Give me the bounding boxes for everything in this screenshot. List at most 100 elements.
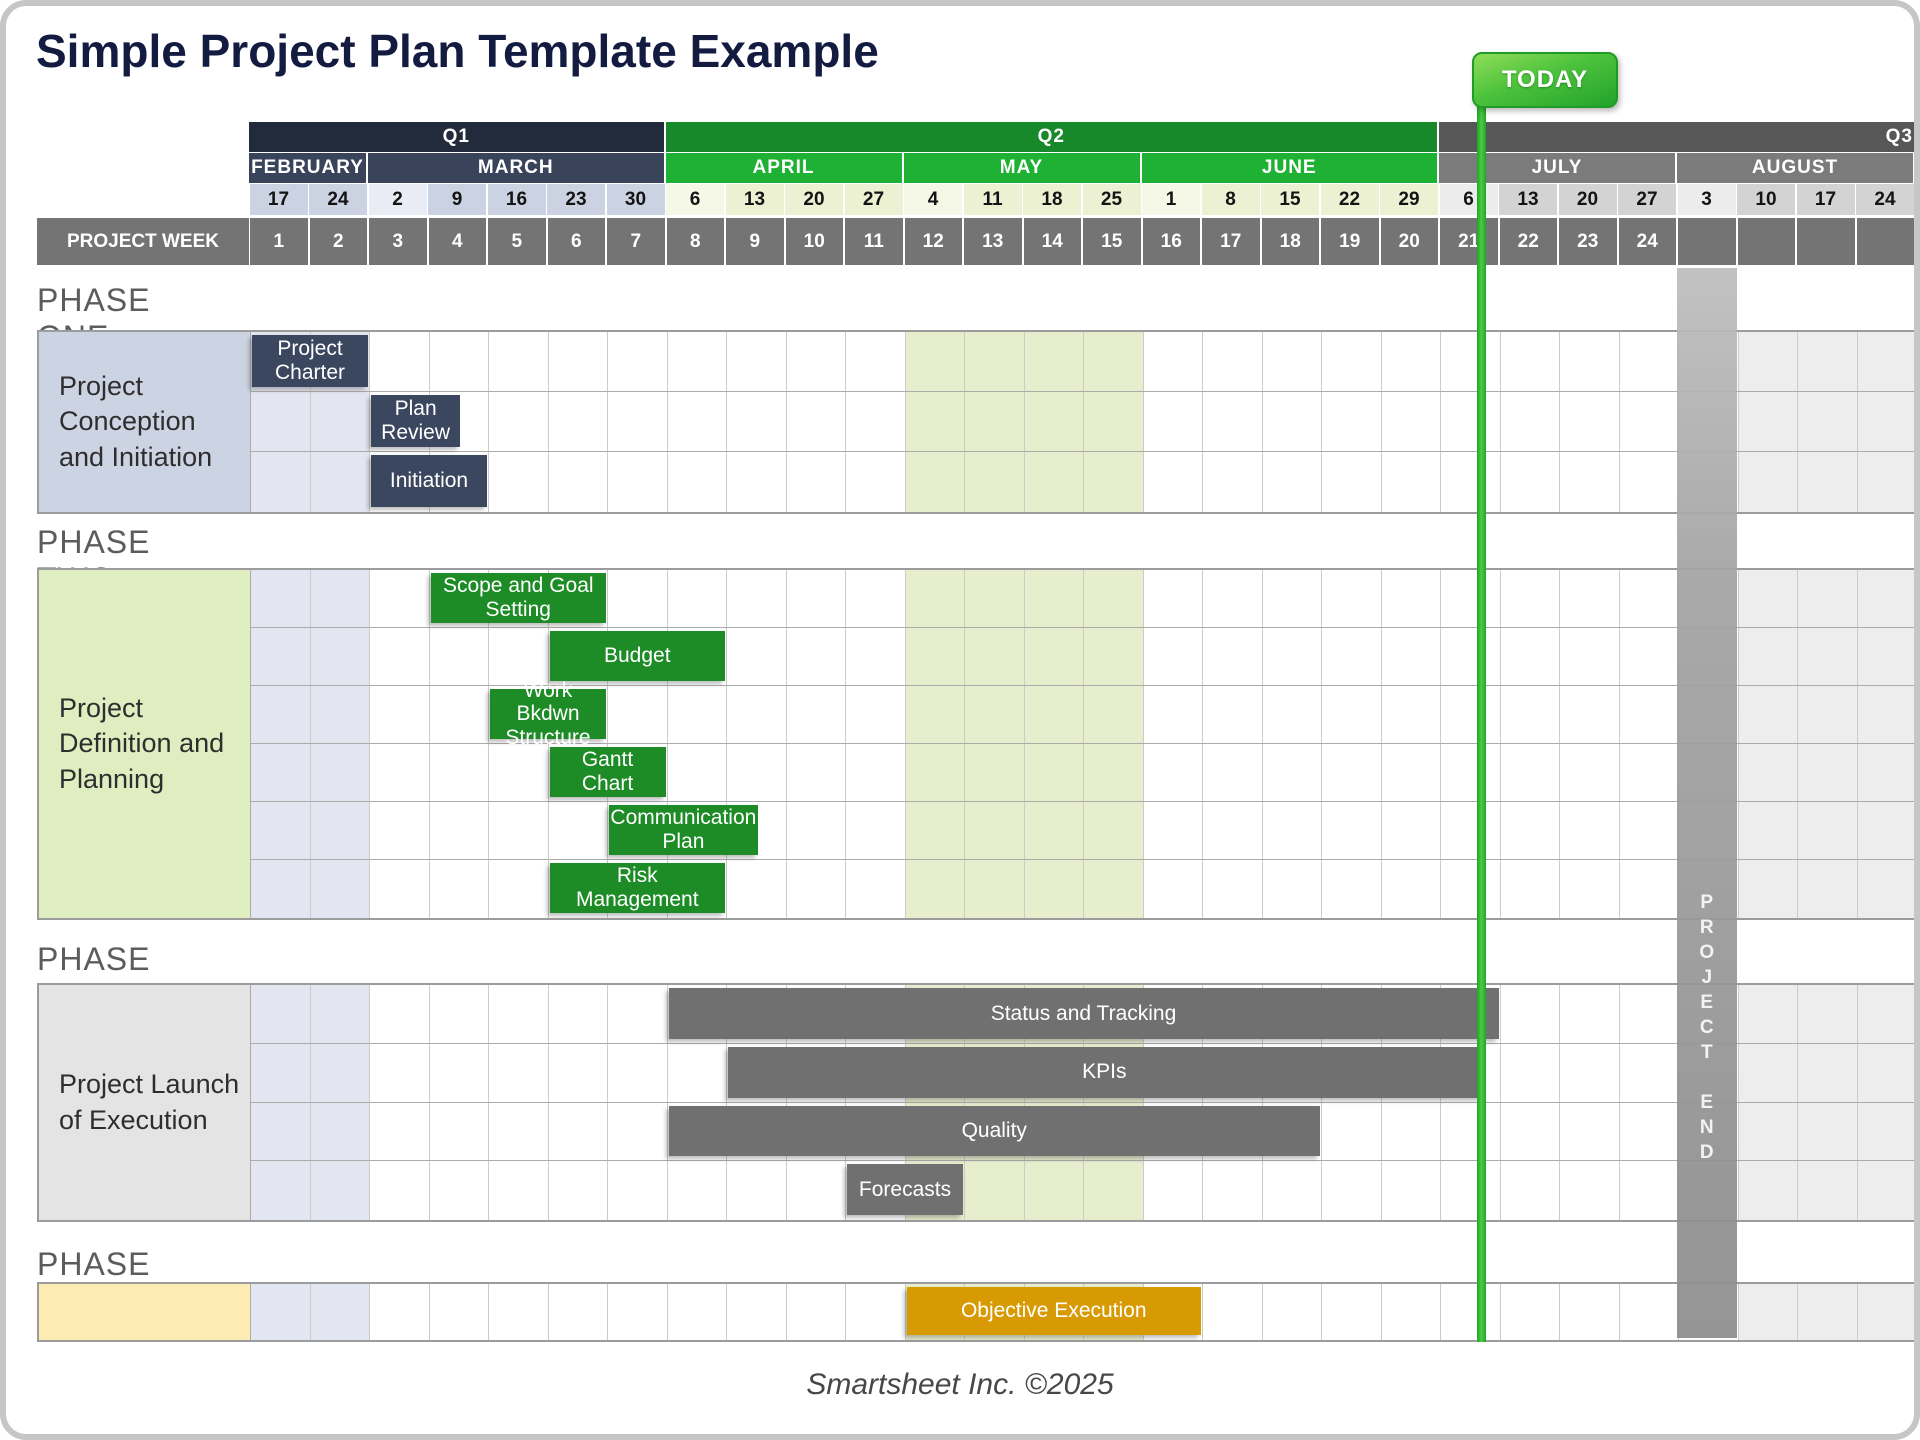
grid-cell (667, 452, 727, 512)
month-label: AUGUST (1751, 157, 1839, 178)
grid-cell (1500, 985, 1560, 1043)
grid-cell (1798, 686, 1858, 743)
week-number-cell: 5 (488, 218, 546, 265)
phase-row (251, 744, 1917, 802)
grid-cell (1857, 628, 1917, 685)
gantt-bar[interactable]: Initiation (371, 455, 487, 507)
grid-cell (1738, 628, 1798, 685)
date-cell: 11 (963, 184, 1022, 215)
grid-cell (1738, 570, 1798, 627)
grid-cell (1560, 452, 1620, 512)
grid-cell (786, 332, 846, 391)
grid-cell (905, 686, 965, 743)
date-cell: 24 (1856, 184, 1914, 215)
grid-cell (1798, 1102, 1858, 1161)
gantt-bar[interactable]: Scope and Goal Setting (430, 573, 606, 623)
grid-cell (370, 744, 430, 801)
gantt-bar[interactable]: Quality (668, 1105, 1320, 1157)
grid-cell (965, 628, 1025, 685)
grid-cell (1024, 686, 1084, 743)
grid-cell (1619, 686, 1679, 743)
grid-cell (489, 802, 549, 859)
grid-cell (1381, 332, 1441, 391)
grid-cell (1262, 860, 1322, 918)
grid-cell (1798, 570, 1858, 627)
grid-cell (1143, 332, 1203, 391)
date-cell: 27 (844, 184, 903, 215)
grid-cell (786, 744, 846, 801)
grid-cell (727, 332, 787, 391)
date-cell: 15 (1261, 184, 1319, 215)
grid-cell (489, 628, 549, 685)
week-number-cell: 16 (1142, 218, 1200, 265)
gantt-bar[interactable]: Work Bkdwn Structure (490, 679, 606, 749)
grid-cell (370, 332, 430, 391)
grid-cell (1500, 744, 1560, 801)
grid-cell (1441, 1284, 1501, 1340)
month-cell-june: JUNE (1141, 153, 1437, 183)
date-cell: 13 (1499, 184, 1557, 215)
grid-cell (251, 686, 311, 743)
grid-cell (1857, 452, 1917, 512)
gantt-bar[interactable]: Plan Review (371, 395, 461, 447)
gantt-bar[interactable]: Budget (549, 631, 725, 681)
grid-cell (1738, 1161, 1798, 1221)
grid-cell (1143, 744, 1203, 801)
grid-cell (429, 628, 489, 685)
week-number-cell: 21 (1440, 218, 1498, 265)
grid-cell (1203, 452, 1263, 512)
grid-cell (1143, 628, 1203, 685)
grid-cell (370, 628, 430, 685)
grid-cell (1798, 860, 1858, 918)
grid-cell (727, 570, 787, 627)
grid-cell (727, 686, 787, 743)
grid-cell (1738, 1043, 1798, 1102)
grid-cell (1322, 570, 1382, 627)
grid-cell (370, 570, 430, 627)
grid-cell (1262, 686, 1322, 743)
gantt-bar[interactable]: KPIs (728, 1046, 1481, 1098)
grid-cell (1322, 860, 1382, 918)
grid-cell (1143, 452, 1203, 512)
date-cell: 3 (1677, 184, 1736, 215)
gantt-bar[interactable]: Status and Tracking (668, 988, 1499, 1039)
grid-cell (1857, 686, 1917, 743)
gantt-bar[interactable]: Communication Plan (609, 805, 758, 855)
grid-cell (1857, 1284, 1917, 1340)
grid-cell (905, 392, 965, 451)
gantt-bar[interactable]: Objective Execution (906, 1287, 1201, 1335)
quarter-label: Q3 (1885, 126, 1913, 147)
grid-cell (1560, 392, 1620, 451)
phase-row-label (39, 1284, 251, 1340)
grid-cell (1500, 332, 1560, 391)
grid-cell (310, 392, 370, 451)
date-cell: 17 (249, 184, 308, 215)
gantt-bar[interactable]: Gantt Chart (549, 747, 666, 797)
grid-cell (905, 570, 965, 627)
grid-cell (1203, 570, 1263, 627)
grid-cell (370, 802, 430, 859)
grid-cell (965, 392, 1025, 451)
week-number-cell (1856, 218, 1914, 265)
grid-cell (1024, 1161, 1084, 1221)
grid-cell (1143, 802, 1203, 859)
grid-cell (1322, 802, 1382, 859)
phase-row (251, 802, 1917, 860)
grid-cell (1322, 686, 1382, 743)
gantt-bar[interactable]: Project Charter (252, 335, 368, 387)
grid-cell (1857, 1043, 1917, 1102)
date-cell: 24 (309, 184, 367, 215)
grid-cell (1262, 1161, 1322, 1221)
date-cell: 17 (1796, 184, 1855, 215)
week-number-cell: 3 (369, 218, 427, 265)
grid-cell (1381, 860, 1441, 918)
grid-cell (608, 1284, 668, 1340)
grid-cell (310, 686, 370, 743)
week-number-cell: 15 (1083, 218, 1141, 265)
date-cell: 8 (1201, 184, 1260, 215)
week-number-cell: 24 (1618, 218, 1676, 265)
grid-cell (1798, 628, 1858, 685)
gantt-bar[interactable]: Risk Management (549, 863, 725, 913)
grid-cell (370, 1161, 430, 1221)
gantt-bar[interactable]: Forecasts (847, 1164, 963, 1216)
